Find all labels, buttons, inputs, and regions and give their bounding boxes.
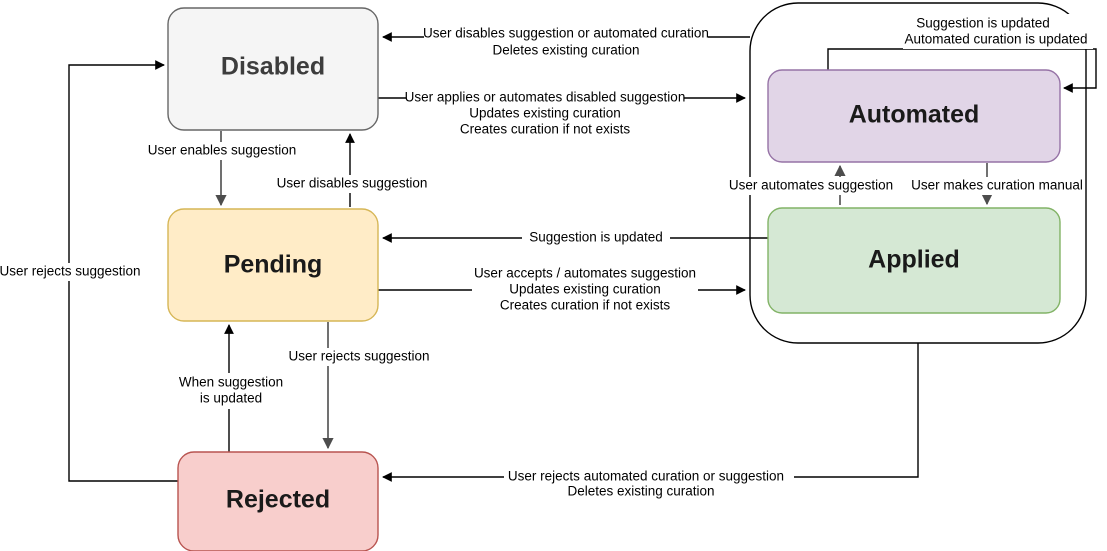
label-backdrop	[171, 373, 289, 409]
edge-label-line-1: User rejects suggestion	[0, 264, 141, 279]
edge-label-line-2: is updated	[200, 391, 262, 406]
edge-label-pending-to-rejected: User rejects suggestion	[283, 348, 441, 366]
state-label-pending: Pending	[224, 251, 323, 279]
state-label-disabled: Disabled	[221, 53, 325, 81]
edge-label-automated-to-applied: User makes curation manual	[911, 177, 1083, 195]
edge-label-applied-to-automated: User automates suggestion	[729, 177, 893, 195]
edge-label-disabled-to-pending: User enables suggestion	[144, 142, 300, 160]
edge-label-line-1: Suggestion is updated	[529, 230, 663, 245]
edge-path	[382, 343, 919, 482]
edge-label-pending-to-applied: User accepts / automates suggestion Upda…	[472, 265, 698, 316]
edge-label-line-3: Creates curation if not exists	[460, 122, 631, 137]
edge-label-line-1: User disables suggestion	[277, 176, 428, 191]
edge-label-automated-self-loop: Suggestion is updated Automated curation…	[903, 14, 1093, 49]
edge-label-group-to-rejected: User rejects automated curation or sugge…	[504, 467, 794, 502]
edge-label-line-1: User makes curation manual	[911, 178, 1083, 193]
label-backdrop	[911, 177, 1083, 195]
state-applied[interactable]: Applied	[767, 207, 1061, 314]
state-disabled[interactable]: Disabled	[167, 7, 379, 131]
edge-label-line-2: Deletes existing curation	[492, 43, 639, 58]
edge-label-group-to-disabled: User disables suggestion or automated cu…	[423, 25, 709, 59]
edge-label-line-2: Deletes existing curation	[567, 484, 714, 499]
state-label-automated: Automated	[849, 101, 980, 129]
label-backdrop	[283, 348, 441, 366]
edge-label-line-1: User rejects automated curation or sugge…	[508, 469, 784, 484]
state-box-rejected[interactable]	[177, 451, 379, 551]
edge-label-line-3: Creates curation if not exists	[500, 298, 671, 313]
label-backdrop	[504, 467, 794, 502]
label-backdrop	[273, 175, 431, 193]
state-label-applied: Applied	[868, 246, 960, 274]
edge-label-line-1: User applies or automates disabled sugge…	[405, 90, 686, 105]
edge-label-line-1: User accepts / automates suggestion	[474, 266, 696, 281]
edge-label-line-2: Updates existing curation	[469, 106, 621, 121]
state-rejected[interactable]: Rejected	[177, 451, 379, 551]
edge-group-to-rejected	[382, 343, 919, 482]
state-label-rejected: Rejected	[226, 486, 330, 514]
state-pending[interactable]: Pending	[167, 208, 379, 322]
edge-label-rejected-to-disabled: User rejects suggestion	[0, 263, 150, 281]
edge-label-line-1: User automates suggestion	[729, 178, 893, 193]
state-box-applied[interactable]	[767, 207, 1061, 314]
label-backdrop	[472, 265, 698, 316]
state-automated[interactable]: Automated	[767, 69, 1061, 163]
edge-label-rejected-to-pending: When suggestion is updated	[171, 373, 289, 409]
edge-label-line-1: When suggestion	[179, 375, 283, 390]
label-backdrop	[903, 14, 1093, 49]
edge-label-line-1: Suggestion is updated	[916, 16, 1050, 31]
label-backdrop	[144, 142, 300, 160]
edge-label-applied-to-pending: Suggestion is updated	[522, 229, 670, 247]
edge-label-line-2: Automated curation is updated	[904, 32, 1087, 47]
state-box-pending[interactable]	[167, 208, 379, 322]
label-backdrop	[522, 229, 670, 247]
edge-label-line-1: User enables suggestion	[148, 143, 297, 158]
edge-label-line-1: User disables suggestion or automated cu…	[423, 26, 709, 41]
edge-label-disabled-to-group: User applies or automates disabled sugge…	[405, 88, 686, 139]
edge-label-line-2: Updates existing curation	[509, 282, 661, 297]
label-backdrop	[424, 25, 708, 59]
label-backdrop	[730, 177, 892, 195]
label-backdrop	[0, 263, 150, 281]
edge-path	[827, 48, 1097, 93]
edge-automated-self-loop	[827, 48, 1097, 93]
edge-label-pending-to-disabled: User disables suggestion	[273, 175, 431, 193]
label-backdrop	[406, 88, 684, 139]
state-box-automated[interactable]	[767, 69, 1061, 163]
edge-label-line-1: User rejects suggestion	[288, 349, 429, 364]
state-box-disabled[interactable]	[167, 7, 379, 131]
